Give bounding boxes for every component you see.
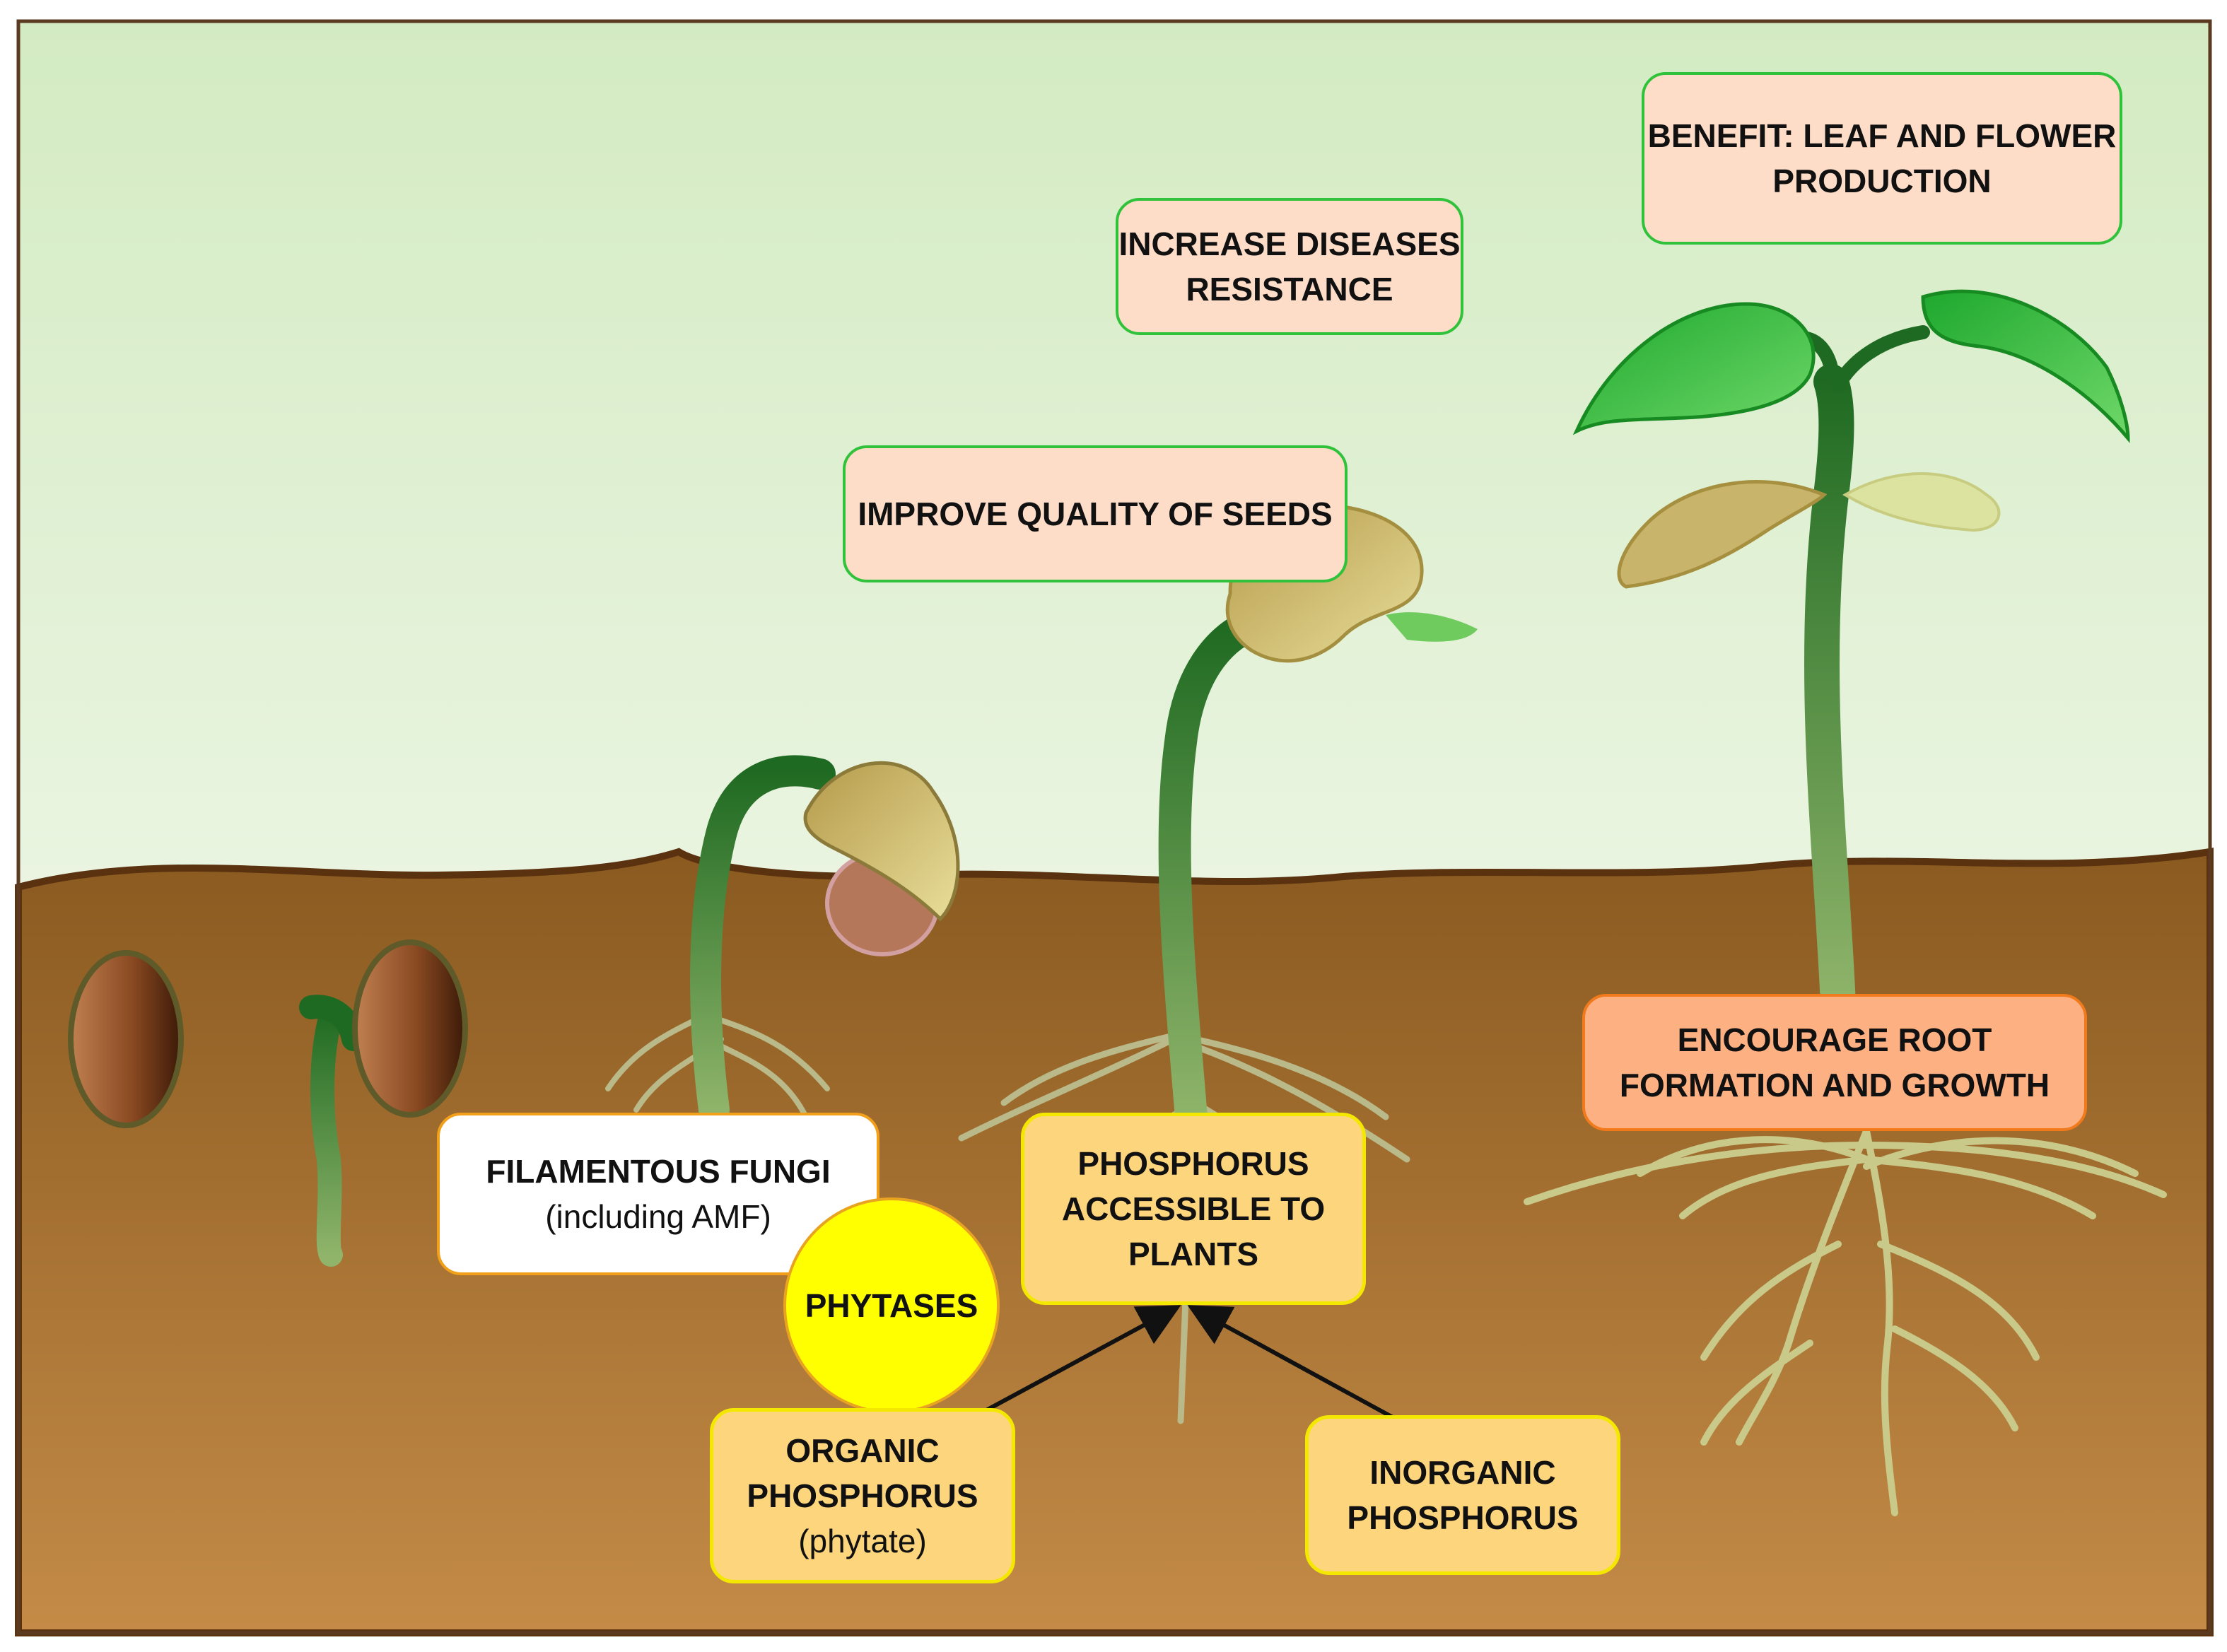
root-growth-box: ENCOURAGE ROOT FORMATION AND GROWTH — [1582, 994, 2087, 1131]
fungi-line-2: (including AMF) — [545, 1198, 771, 1235]
seedling-5-stem — [1804, 364, 1856, 1021]
root-line-1: ENCOURAGE ROOT — [1677, 1021, 1992, 1058]
seed-2-root — [310, 999, 344, 1267]
seed-2 — [352, 939, 468, 1118]
seedling-5-cotyledon-right — [1842, 472, 2001, 532]
disease-resistance-box: INCREASE DISEASES RESISTANCE — [1116, 198, 1463, 335]
benefit-line-1: BENEFIT: LEAF AND FLOWER — [1647, 117, 2117, 154]
organic-line-2: PHOSPHORUS — [747, 1477, 978, 1514]
fungi-line-1: FILAMENTOUS FUNGI — [486, 1153, 831, 1190]
seedling-3-stem — [690, 755, 836, 1125]
organic-phosphorus-box: ORGANIC PHOSPHORUS (phytate) — [710, 1408, 1015, 1583]
disease-line-1: INCREASE DISEASES — [1118, 225, 1461, 262]
accessible-line-1: PHOSPHORUS — [1077, 1145, 1309, 1182]
phytases-label: PHYTASES — [805, 1287, 978, 1324]
seeds-line-1: IMPROVE QUALITY OF SEEDS — [858, 496, 1333, 532]
image-frame — [16, 19, 2212, 1635]
phosphorus-accessible-box: PHOSPHORUS ACCESSIBLE TO PLANTS — [1021, 1113, 1366, 1305]
inorganic-line-2: PHOSPHORUS — [1347, 1499, 1579, 1536]
benefit-line-2: PRODUCTION — [1772, 163, 1992, 199]
seedling-5-cotyledon-left — [1617, 480, 1828, 589]
accessible-line-2: ACCESSIBLE TO — [1061, 1190, 1326, 1227]
seed-1 — [68, 950, 184, 1128]
benefit-leaf-flower-box: BENEFIT: LEAF AND FLOWER PRODUCTION — [1642, 72, 2122, 245]
seedling-5-leaf-stalk-right — [1831, 325, 1930, 392]
arrow-inorganic-to-accessible — [1187, 1305, 1394, 1419]
accessible-line-3: PLANTS — [1128, 1236, 1258, 1272]
seedling-5-leaf-right — [1921, 289, 2130, 443]
arrow-organic-to-accessible — [985, 1305, 1181, 1412]
disease-line-2: RESISTANCE — [1186, 271, 1393, 307]
seed-quality-box: IMPROVE QUALITY OF SEEDS — [843, 445, 1348, 582]
organic-line-1: ORGANIC — [785, 1432, 940, 1469]
seedling-5-leaf-left — [1572, 302, 1816, 435]
inorganic-phosphorus-box: INORGANIC PHOSPHORUS — [1305, 1415, 1620, 1575]
root-line-2: FORMATION AND GROWTH — [1619, 1067, 2050, 1103]
phytases-circle: PHYTASES — [783, 1197, 1000, 1414]
seed-2-sprout — [299, 995, 366, 1051]
seedling-3-shell — [803, 761, 960, 922]
inorganic-line-1: INORGANIC — [1369, 1454, 1556, 1491]
organic-line-3: (phytate) — [798, 1523, 927, 1559]
seedling-5-roots — [1524, 1127, 2167, 1516]
seedling-4-stem — [1158, 606, 1275, 1133]
seedling-4-leaf — [1386, 612, 1478, 642]
